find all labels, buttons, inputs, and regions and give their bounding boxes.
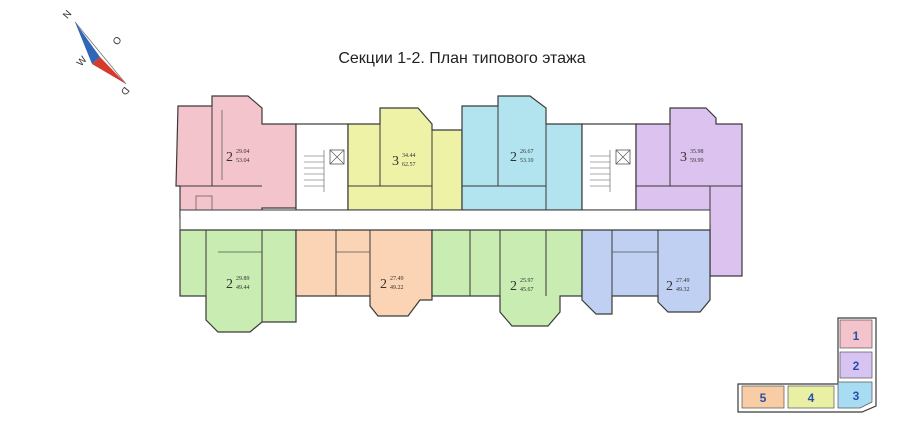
apartment-top-3-rooms: 2 [510, 150, 517, 165]
apartment-bottom-1-area-bottom: 49.44 [236, 285, 250, 291]
compass-north-arrow [75, 22, 100, 64]
apartment-bottom-1-rooms: 2 [226, 277, 233, 292]
apartment-top-2-area-top: 34.44 [402, 153, 416, 159]
apartment-bottom-2: 2 27.49 49.22 [295, 229, 433, 317]
page-title: Секции 1-2. План типового этажа [338, 50, 586, 67]
apartment-bottom-1-area-top: 29.89 [236, 276, 250, 282]
apartment-top-3-area-top: 26.67 [520, 149, 534, 155]
apartment-top-4-area-bottom: 59.99 [690, 158, 704, 164]
key-label-3: 3 [853, 389, 860, 403]
stairwell-1 [295, 123, 349, 211]
compass-letter-n: N [61, 9, 74, 22]
apartment-top-2-rooms: 3 [392, 154, 399, 169]
stairwell-2 [581, 123, 637, 211]
key-section-1 [839, 319, 873, 349]
key-section-3 [837, 381, 873, 409]
compass-south-arrow [92, 57, 126, 84]
apartment-top-2: 3 34.44 62.57 [347, 107, 463, 211]
key-label-2: 2 [853, 359, 860, 373]
apartment-bottom-1: 2 29.89 49.44 [179, 229, 297, 333]
apartment-bottom-2-rooms: 2 [380, 277, 387, 292]
apartment-top-4-area-top: 35.98 [690, 149, 704, 155]
apartment-top-1-area-top: 29.04 [236, 149, 250, 155]
apartment-top-3: 2 26.67 53.10 [461, 95, 583, 211]
key-plan: 1 2 3 4 5 [737, 317, 877, 413]
corridor [179, 209, 711, 231]
apartment-top-1: 2 29.04 53.04 [175, 95, 297, 219]
compass-letter-o: O [111, 35, 125, 48]
key-section-5 [741, 385, 785, 409]
key-label-1: 1 [853, 329, 860, 343]
apartment-bottom-3-area-bottom: 45.67 [520, 287, 534, 293]
apartment-bottom-3-rooms: 2 [510, 279, 517, 294]
compass-icon: N O W D [61, 9, 131, 97]
apartment-bottom-3: 2 25.97 45.67 [431, 229, 583, 327]
apartment-bottom-4-area-top: 27.49 [676, 278, 690, 284]
key-label-4: 4 [808, 391, 815, 405]
compass-letter-w: W [75, 54, 90, 69]
compass-letter-d: D [118, 84, 131, 97]
apartment-bottom-4-rooms: 2 [666, 279, 673, 294]
apartment-top-3-area-bottom: 53.10 [520, 158, 534, 164]
apartment-top-4-rooms: 3 [680, 150, 687, 165]
apartment-bottom-4-area-bottom: 49.32 [676, 287, 690, 293]
apartment-bottom-2-area-bottom: 49.22 [390, 285, 404, 291]
key-section-2 [839, 351, 873, 379]
apartment-bottom-4: 2 27.49 49.32 [581, 229, 711, 315]
apartment-bottom-3-area-top: 25.97 [520, 278, 534, 284]
apartment-top-1-rooms: 2 [226, 150, 233, 165]
apartment-top-1-area-bottom: 53.04 [236, 158, 250, 164]
key-section-4 [787, 385, 835, 409]
apartment-top-2-area-bottom: 62.57 [402, 162, 416, 168]
key-label-5: 5 [760, 391, 767, 405]
apartment-bottom-2-area-top: 27.49 [390, 276, 404, 282]
